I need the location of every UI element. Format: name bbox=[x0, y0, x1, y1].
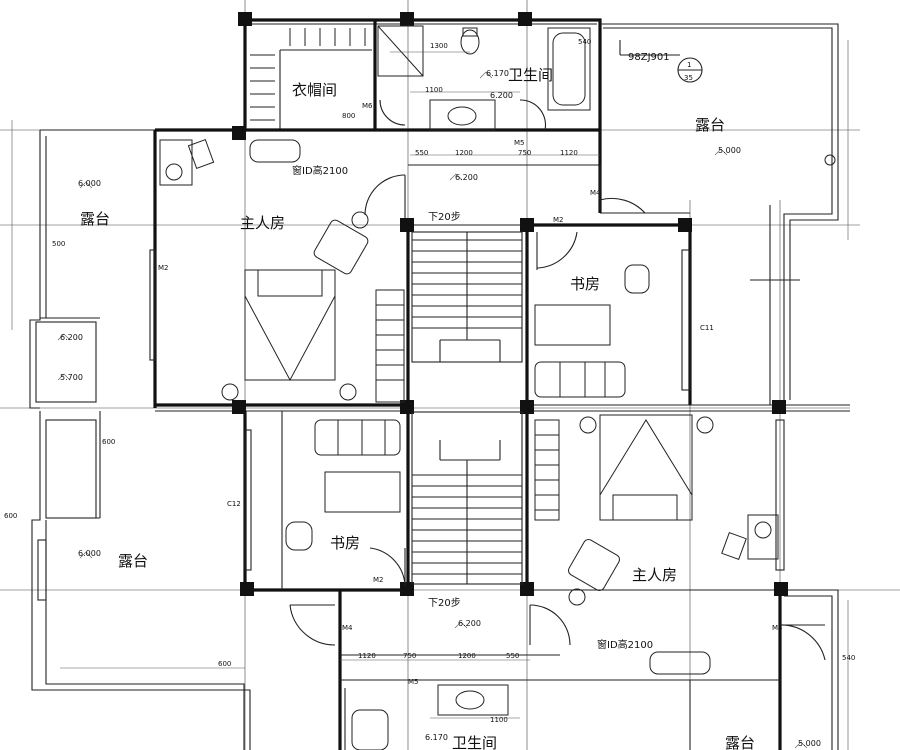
doors bbox=[289, 99, 826, 661]
dim-550-top: 550 bbox=[415, 149, 428, 157]
dim-1120-top: 1120 bbox=[560, 149, 578, 157]
dim-600-c: 600 bbox=[4, 512, 17, 520]
room-labels: 衣帽间 卫生间 露台 露台 主人房 书房 书房 露台 主人房 卫生间 露台 bbox=[80, 66, 755, 750]
dim-1120-bottom: 1120 bbox=[358, 652, 376, 660]
detail-callout bbox=[619, 40, 703, 83]
dim-600-a: 600 bbox=[218, 660, 231, 668]
dim-550-bottom: 550 bbox=[506, 652, 519, 660]
door-code-m4-a: M4 bbox=[590, 189, 601, 197]
room-label-master-bottom: 主人房 bbox=[632, 566, 677, 584]
room-label-wardrobe: 衣帽间 bbox=[292, 81, 337, 99]
elevation-terrace-bottom-left: 6.000 bbox=[78, 549, 101, 558]
dimension-lines bbox=[11, 40, 849, 750]
elevation-terrace-top-right: 5.000 bbox=[718, 146, 741, 155]
reference-code: 98ZJ901 bbox=[628, 52, 670, 63]
elevation-terrace-top-left: 6.000 bbox=[78, 179, 101, 188]
window-code-c11: C11 bbox=[700, 324, 714, 332]
dim-1200-top: 1200 bbox=[455, 149, 473, 157]
room-label-terrace-top-right: 露台 bbox=[695, 116, 725, 134]
room-label-study-top: 书房 bbox=[570, 275, 600, 293]
dim-1100-top: 1100 bbox=[425, 86, 443, 94]
room-label-bath-bottom: 卫生间 bbox=[452, 734, 497, 750]
dim-800: 800 bbox=[342, 112, 355, 120]
door-code-m6: M6 bbox=[362, 102, 373, 110]
room-label-master-top: 主人房 bbox=[240, 214, 285, 232]
room-label-bath-top: 卫生间 bbox=[508, 66, 553, 84]
stair-bottom bbox=[411, 411, 523, 585]
room-label-terrace-bottom-right: 露台 bbox=[725, 734, 755, 750]
level-markers bbox=[57, 71, 808, 749]
dim-540-b: 540 bbox=[842, 654, 855, 662]
elevation-bath-top-b: 6.200 bbox=[490, 91, 513, 100]
dim-500: 500 bbox=[52, 240, 65, 248]
dim-750-top: 750 bbox=[518, 149, 531, 157]
door-code-m4-b: M4 bbox=[342, 624, 353, 632]
elevation-bath-top: 6.170 bbox=[486, 69, 509, 78]
room-label-study-bottom: 书房 bbox=[330, 534, 360, 552]
door-code-m2-top: M2 bbox=[553, 216, 564, 224]
windows bbox=[37, 249, 785, 601]
window-label-bottom: 窗ID高2100 bbox=[597, 638, 653, 651]
columns bbox=[232, 12, 788, 596]
dim-1300: 1300 bbox=[430, 42, 448, 50]
elevation-left-box-b: 5.700 bbox=[60, 373, 83, 382]
reference-detail-num: 1 bbox=[687, 61, 691, 69]
door-code-m2-bottom: M2 bbox=[373, 576, 384, 584]
stair-label-top: 下20步 bbox=[428, 211, 461, 223]
dim-750-bottom: 750 bbox=[403, 652, 416, 660]
stair-treads bbox=[412, 239, 522, 575]
stair-label-bottom: 下20步 bbox=[428, 597, 461, 609]
door-code-m2-left: M2 bbox=[158, 264, 169, 272]
elevation-terrace-bottom-right: 5.000 bbox=[798, 739, 821, 748]
door-code-m5-top: M5 bbox=[514, 139, 525, 147]
dim-600-b: 600 bbox=[102, 438, 115, 446]
room-label-terrace-top-left: 露台 bbox=[80, 210, 110, 228]
elevation-hall-bottom: 6.200 bbox=[458, 619, 481, 628]
reference-detail-sheet: 35 bbox=[684, 74, 693, 82]
door-code-m5-bottom: M5 bbox=[408, 678, 419, 686]
elevation-bath-bottom: 6.170 bbox=[425, 733, 448, 742]
door-code-m4-c: M4 bbox=[772, 624, 783, 632]
room-label-terrace-bottom-left: 露台 bbox=[118, 552, 148, 570]
dim-1200-bottom: 1200 bbox=[458, 652, 476, 660]
window-code-c12: C12 bbox=[227, 500, 241, 508]
furniture bbox=[159, 25, 836, 750]
window-label-top: 窗ID高2100 bbox=[292, 164, 348, 177]
elevation-hall-top: 6.200 bbox=[455, 173, 478, 182]
elevation-left-box-a: 6.200 bbox=[60, 333, 83, 342]
dim-1100-bottom: 1100 bbox=[490, 716, 508, 724]
dim-540-a: 540 bbox=[578, 38, 591, 46]
annotations: 下20步 下20步 窗ID高2100 窗ID高2100 98ZJ901 1 35… bbox=[4, 38, 855, 748]
stair-top bbox=[411, 231, 523, 363]
